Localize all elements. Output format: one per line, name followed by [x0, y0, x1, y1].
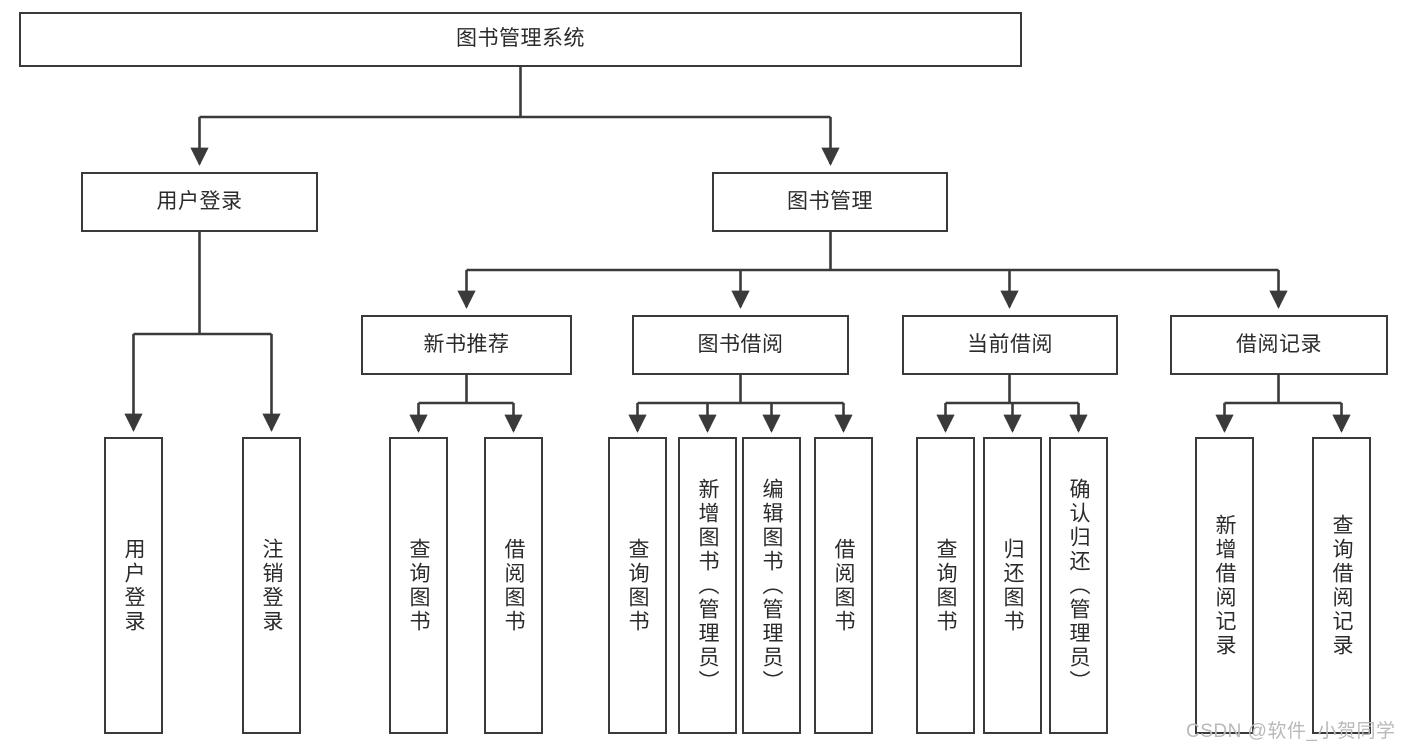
node-leaf-query-book-a-label: 查询图书 — [407, 537, 430, 634]
node-leaf-query-book-c[interactable]: 查询图书 — [916, 437, 975, 734]
node-leaf-add-record-label: 新增借阅记录 — [1213, 513, 1236, 658]
node-leaf-borrow-book-b[interactable]: 借阅图书 — [814, 437, 873, 734]
node-book-borrow-label: 图书借阅 — [697, 332, 784, 356]
node-leaf-logout-label: 注销登录 — [260, 537, 283, 634]
node-leaf-add-book[interactable]: 新增图书（管理员） — [678, 437, 737, 734]
node-new-book-rec[interactable]: 新书推荐 — [361, 315, 572, 375]
node-user-login-label: 用户登录 — [156, 189, 243, 213]
node-leaf-borrow-book-a[interactable]: 借阅图书 — [484, 437, 543, 734]
node-current-borrow[interactable]: 当前借阅 — [902, 315, 1118, 375]
node-leaf-borrow-book-a-label: 借阅图书 — [502, 537, 525, 634]
node-current-borrow-label: 当前借阅 — [967, 332, 1053, 356]
node-borrow-record-label: 借阅记录 — [1236, 332, 1322, 356]
node-book-borrow[interactable]: 图书借阅 — [632, 315, 849, 375]
node-leaf-user-login-label: 用户登录 — [122, 537, 145, 634]
node-leaf-user-login[interactable]: 用户登录 — [104, 437, 163, 734]
node-leaf-borrow-book-b-label: 借阅图书 — [832, 537, 855, 634]
node-leaf-query-record-label: 查询借阅记录 — [1330, 513, 1353, 658]
node-root[interactable]: 图书管理系统 — [19, 12, 1022, 67]
node-user-login[interactable]: 用户登录 — [81, 172, 318, 232]
node-leaf-query-book-b[interactable]: 查询图书 — [608, 437, 667, 734]
node-leaf-return-book-label: 归还图书 — [1001, 537, 1024, 634]
node-leaf-add-record[interactable]: 新增借阅记录 — [1195, 437, 1254, 734]
node-new-book-rec-label: 新书推荐 — [423, 332, 510, 356]
node-leaf-confirm-return-label: 确认归还（管理员） — [1067, 477, 1090, 694]
node-book-manage[interactable]: 图书管理 — [712, 172, 948, 232]
node-leaf-confirm-return[interactable]: 确认归还（管理员） — [1049, 437, 1108, 734]
node-borrow-record[interactable]: 借阅记录 — [1170, 315, 1388, 375]
node-leaf-query-book-a[interactable]: 查询图书 — [389, 437, 448, 734]
watermark: CSDN @软件_小贺同学 — [1186, 721, 1396, 742]
node-leaf-return-book[interactable]: 归还图书 — [983, 437, 1042, 734]
node-leaf-add-book-label: 新增图书（管理员） — [696, 477, 719, 694]
node-leaf-query-book-b-label: 查询图书 — [626, 537, 649, 634]
node-leaf-query-book-c-label: 查询图书 — [934, 537, 957, 634]
node-leaf-edit-book[interactable]: 编辑图书（管理员） — [742, 437, 801, 734]
node-root-label: 图书管理系统 — [456, 27, 585, 51]
node-book-manage-label: 图书管理 — [787, 189, 873, 213]
node-leaf-query-record[interactable]: 查询借阅记录 — [1312, 437, 1371, 734]
node-leaf-logout[interactable]: 注销登录 — [242, 437, 301, 734]
node-leaf-edit-book-label: 编辑图书（管理员） — [760, 477, 783, 694]
